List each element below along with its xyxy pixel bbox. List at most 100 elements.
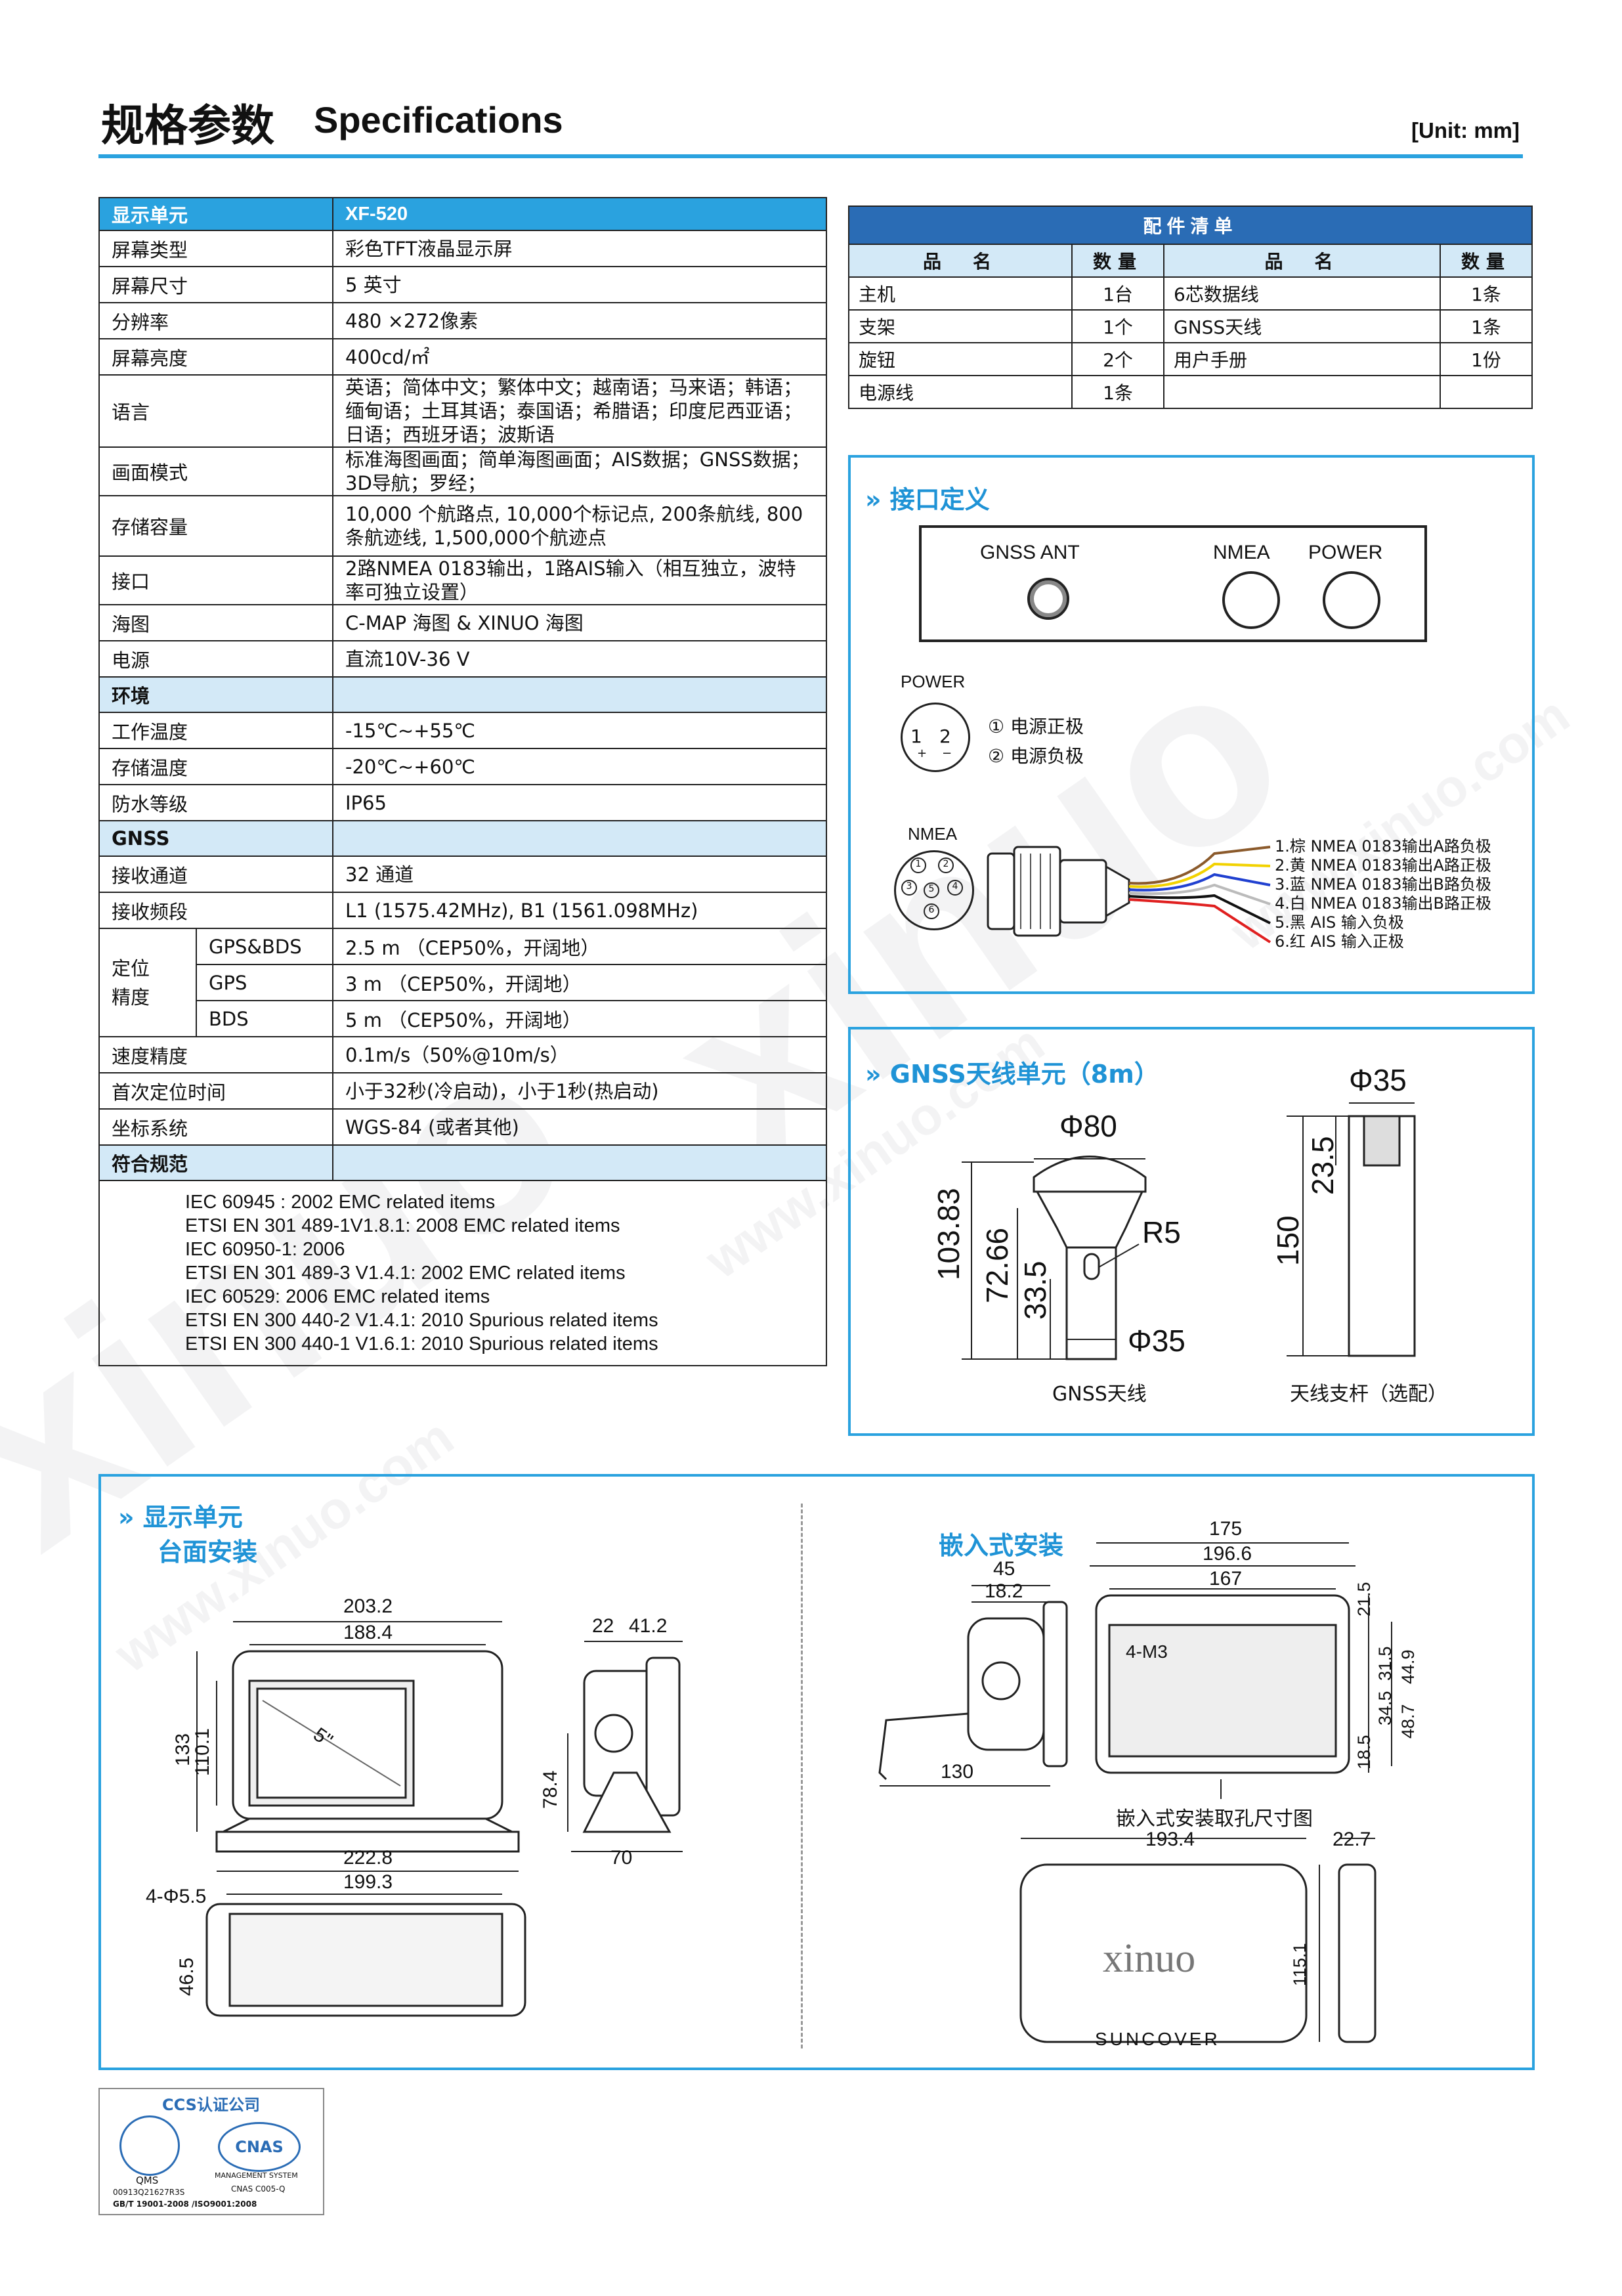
flush-dim: 31.5	[1375, 1646, 1395, 1681]
certification-badge: CCS认证公司 CNAS QMS 00913Q21627R3S MANAGEME…	[98, 2088, 324, 2215]
gnss-dim-bottom: Φ35	[1128, 1324, 1185, 1358]
desk-dim: 78.4	[540, 1770, 561, 1809]
table-row: 语言英语；简体中文；繁体中文；越南语；马来语；韩语；缅甸语；土耳其语；泰国语；希…	[98, 374, 827, 448]
standard-item: IEC 60950-1: 2006	[185, 1239, 345, 1260]
nmea-pin: 4	[947, 880, 963, 896]
spec-value: 标准海图画面；简单海图画面；AIS数据；GNSS数据；3D导航；罗经；	[332, 446, 827, 496]
table-row: 工作温度-15℃~+55℃	[98, 712, 827, 749]
qms-seal-icon	[119, 2115, 180, 2176]
cover-dim: 22.7	[1333, 1829, 1371, 1850]
spec-label: 接收频段	[98, 892, 333, 929]
pole-dim-top: Φ35	[1349, 1063, 1407, 1097]
gnss-dim-h2: 72.66	[980, 1227, 1014, 1303]
spec-label: 分辨率	[98, 302, 333, 339]
gnss-title-text: GNSS天线单元（8m）	[889, 1060, 1159, 1089]
spec-label: 屏幕尺寸	[98, 266, 333, 303]
gnss-port-connector	[1027, 578, 1069, 620]
table-row: 屏幕类型彩色TFT液晶显示屏	[98, 230, 827, 267]
cert-name: CCS认证公司	[162, 2096, 260, 2114]
interface-panel	[848, 455, 1535, 994]
accessory-cell: 旋钮	[848, 342, 1073, 376]
power-pin-desc: ① 电源正极	[988, 716, 1084, 737]
spec-label: 接口	[98, 555, 333, 605]
accessory-cell: 1台	[1071, 276, 1164, 311]
accessory-cell: 电源线	[848, 375, 1073, 409]
gnss-caption: GNSS天线	[1052, 1383, 1147, 1406]
desk-mount-title: 台面安装	[158, 1538, 258, 1567]
flush-dim: 45	[993, 1558, 1015, 1580]
pole-caption: 天线支杆（选配）	[1290, 1383, 1447, 1406]
table-row: 存储温度-20℃~+60℃	[98, 748, 827, 785]
flush-dim: 48.7	[1398, 1704, 1418, 1739]
standard-item: ETSI EN 301 489-1V1.8.1: 2008 EMC relate…	[185, 1215, 620, 1236]
spec-section-label: GNSS	[98, 820, 333, 857]
desk-dim: 22	[592, 1615, 614, 1637]
accessory-cell	[1440, 375, 1533, 409]
spec-label: 接收通道	[98, 856, 333, 893]
port-gnss-label: GNSS ANT	[980, 542, 1080, 563]
flush-dim: 18.2	[985, 1580, 1023, 1602]
gnss-dim-h1: 103.83	[931, 1188, 966, 1280]
wire-label: 6.红 AIS 输入正极	[1275, 932, 1404, 951]
nmea-pin-title: NMEA	[908, 824, 958, 844]
power-pin-minus: −	[942, 747, 952, 760]
spec-label: 首次定位时间	[98, 1072, 333, 1110]
desk-dim: 188.4	[343, 1622, 393, 1643]
accuracy-value: 3 m （CEP50%，开阔地）	[332, 964, 827, 1001]
cert-cnas-text: MANAGEMENT SYSTEM	[215, 2171, 298, 2180]
accessory-cell: 1条	[1071, 375, 1164, 409]
accuracy-sys: GPS&BDS	[196, 928, 333, 965]
wire-label: 3.蓝 NMEA 0183输出B路负极	[1275, 875, 1491, 894]
standard-item: ETSI EN 300 440-1 V1.6.1: 2010 Spurious …	[185, 1333, 658, 1354]
gnss-title: » GNSS天线单元（8m）	[865, 1060, 1159, 1089]
cert-cnas-no: CNAS C005-Q	[231, 2184, 286, 2194]
accessory-cell: 1条	[1440, 309, 1533, 343]
pole-dim-h2: 150	[1271, 1215, 1305, 1266]
accuracy-sys: GPS	[196, 964, 333, 1001]
power-pin-desc: ② 电源负极	[988, 745, 1084, 767]
desk-dim: 199.3	[343, 1871, 393, 1893]
spec-section-gnss: GNSS	[98, 820, 827, 857]
flush-mount-title: 嵌入式安装	[939, 1531, 1064, 1560]
desk-dim: 133	[172, 1733, 194, 1766]
power-pin-diagram: 1 2 + −	[901, 703, 970, 772]
flush-dim: 130	[941, 1761, 974, 1783]
spec-label: 工作温度	[98, 712, 333, 749]
accessory-cell: 用户手册	[1163, 342, 1441, 376]
spec-head-value: XF-520	[332, 197, 827, 231]
spec-section-label: 环境	[98, 676, 333, 713]
spec-head-label: 显示单元	[98, 197, 333, 231]
desk-dim: 41.2	[629, 1615, 668, 1637]
spec-value: -20℃~+60℃	[332, 748, 827, 785]
display-panel	[98, 1474, 1535, 2070]
desk-dim: 4-Φ5.5	[146, 1886, 207, 1907]
table-row: 定位精度 GPS&BDS 2.5 m （CEP50%，开阔地）	[98, 928, 827, 1037]
spec-value: 10,000 个航路点, 10,000个标记点, 200条航线, 800条航迹线…	[332, 495, 827, 557]
port-nmea-label: NMEA	[1213, 542, 1270, 563]
spec-value: L1 (1575.42MHz), B1 (1561.098MHz)	[332, 892, 827, 929]
spec-label: 存储容量	[98, 495, 333, 557]
port-power-label: POWER	[1308, 542, 1383, 563]
accessory-cell: 1条	[1440, 276, 1533, 311]
table-row: GPS 3 m （CEP50%，开阔地）	[99, 964, 827, 1001]
wire-label: 4.白 NMEA 0183输出B路正极	[1275, 894, 1491, 913]
accessory-cell: 1份	[1440, 342, 1533, 376]
spec-value: 2路NMEA 0183输出，1路AIS输入（相互独立，波特率可独立设置）	[332, 555, 827, 605]
